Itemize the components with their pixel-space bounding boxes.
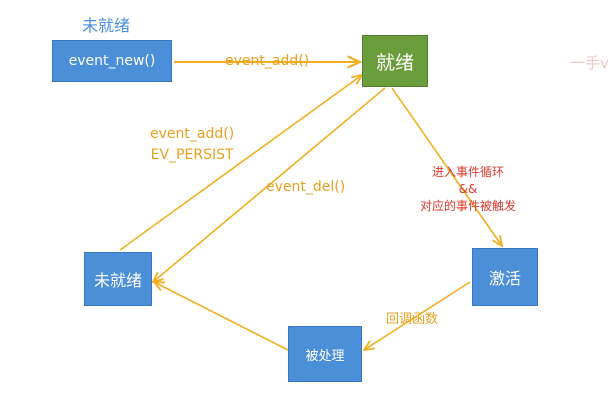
arrow-active-to-processed: [364, 281, 471, 350]
event-new-box: event_new(): [52, 40, 172, 82]
processed-state-box: 被处理: [288, 326, 362, 382]
arrow-ready-to-active: [391, 87, 502, 246]
event-del-label: event_del(): [266, 179, 346, 195]
trigger-condition-label: 进入事件循环 && 对应的事件被触发: [420, 164, 516, 215]
trigger-line3: 对应的事件被触发: [420, 199, 517, 213]
event-add-label: event_add(): [225, 53, 310, 69]
top-state-label: 未就绪: [82, 16, 131, 35]
event-add-persist-line1: event_add(): [150, 126, 235, 142]
trigger-line2: &&: [458, 182, 478, 196]
callback-label: 回调函数: [386, 312, 439, 327]
active-state-box: 激活: [472, 248, 538, 306]
arrow-processed-to-notready: [154, 282, 289, 351]
event-add-persist-label: event_add() EV_PERSIST: [150, 124, 234, 166]
trigger-line1: 进入事件循环: [432, 165, 505, 179]
not-ready-state-box: 未就绪: [84, 252, 152, 306]
event-add-persist-line2: EV_PERSIST: [150, 147, 234, 163]
ready-state-box: 就绪: [362, 35, 428, 87]
arrow-persist-to-ready: [119, 75, 362, 251]
arrow-ready-to-notready: [153, 87, 386, 282]
watermark-text: 一手v: [570, 54, 609, 72]
